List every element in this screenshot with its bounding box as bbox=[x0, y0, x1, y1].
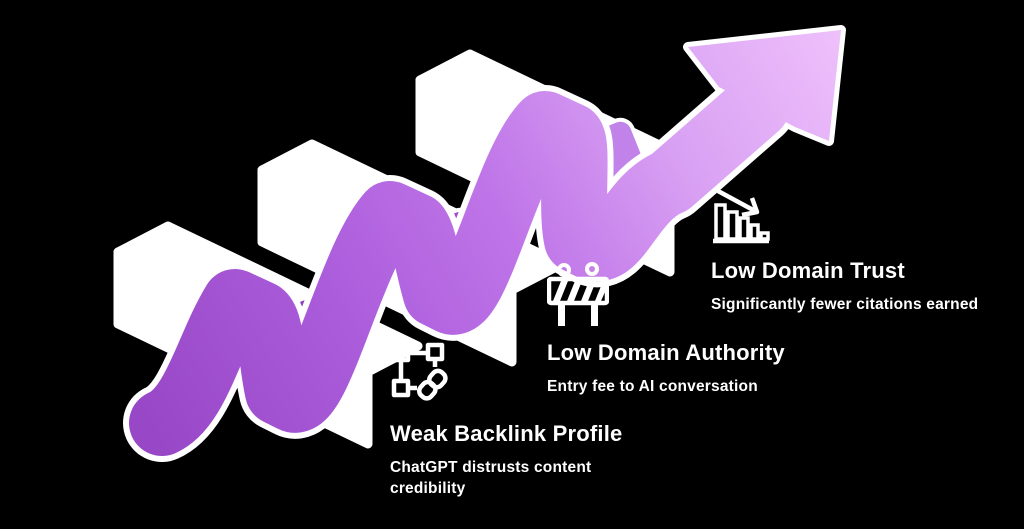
hurdle-title: Weak Backlink Profile bbox=[390, 421, 623, 446]
chain-link-icon bbox=[416, 368, 448, 401]
hurdle-subtitle: ChatGPT distrusts content credibility bbox=[390, 459, 592, 497]
arrow-head bbox=[688, 30, 841, 141]
hurdle-item-weak-backlink: Weak Backlink Profile ChatGPT distrusts … bbox=[390, 338, 622, 499]
declining-bar-chart-icon bbox=[713, 189, 770, 244]
broken-backlink-icon bbox=[391, 342, 448, 401]
down-trend-arrow-icon bbox=[716, 189, 760, 218]
hurdle-item-low-authority: Low Domain Authority Entry fee to AI con… bbox=[547, 260, 785, 397]
roadblock-icon bbox=[547, 262, 609, 326]
hurdle-item-low-trust: Low Domain Trust Significantly fewer cit… bbox=[711, 188, 978, 315]
hurdle-subtitle: Entry fee to AI conversation bbox=[547, 378, 758, 395]
hurdle-title: Low Domain Authority bbox=[547, 340, 785, 365]
ribbon-body bbox=[129, 73, 790, 456]
hurdle-subtitle: Significantly fewer citations earned bbox=[711, 296, 979, 313]
roadblock-stripes bbox=[553, 281, 605, 301]
hurdle-title: Low Domain Trust bbox=[711, 258, 905, 283]
